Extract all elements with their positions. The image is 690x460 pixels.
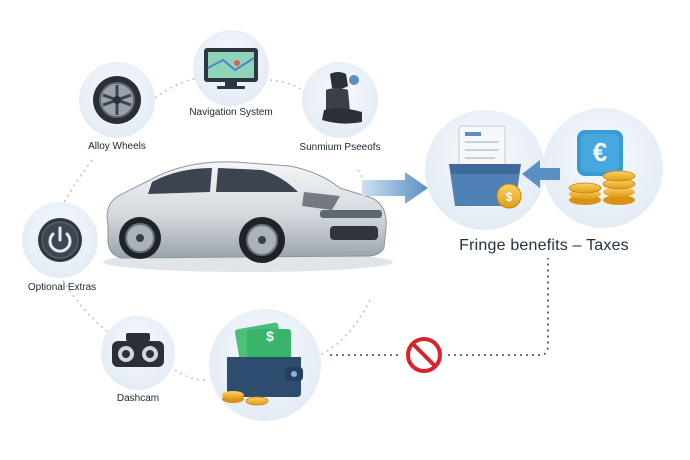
coin-dollar-symbol: $ [506,190,513,204]
dashcam-icon [112,333,164,367]
seat-feature-label: Sunmium Pseeofs [299,142,381,153]
prohibited-icon [406,337,442,373]
wallet-icon [222,322,303,406]
alloy-wheel-icon [93,76,141,124]
euro-coins-icon [568,130,636,205]
fringe-benefits-title: Fringe benefits – Taxes [459,237,629,254]
arrow-right-icon [362,172,428,204]
navigation-system-label: Navigation System [189,107,273,118]
navigation-screen-icon [204,48,258,89]
car-rear-wheel [119,217,161,259]
dashcam-label: Dashcam [116,393,160,404]
euro-symbol: € [593,137,607,167]
dotted-link-line [330,258,549,356]
car-front-wheel [239,217,285,263]
car-image [103,161,393,272]
car-seat-icon [322,72,362,124]
optional-extras-label: Optional Extras [27,282,97,293]
alloy-wheels-label: Alloy Wheels [88,141,146,152]
dollar-symbol: $ [266,328,274,344]
document-folder-icon [449,125,522,209]
power-button-icon [38,218,82,262]
arrow-left-icon [522,160,560,188]
